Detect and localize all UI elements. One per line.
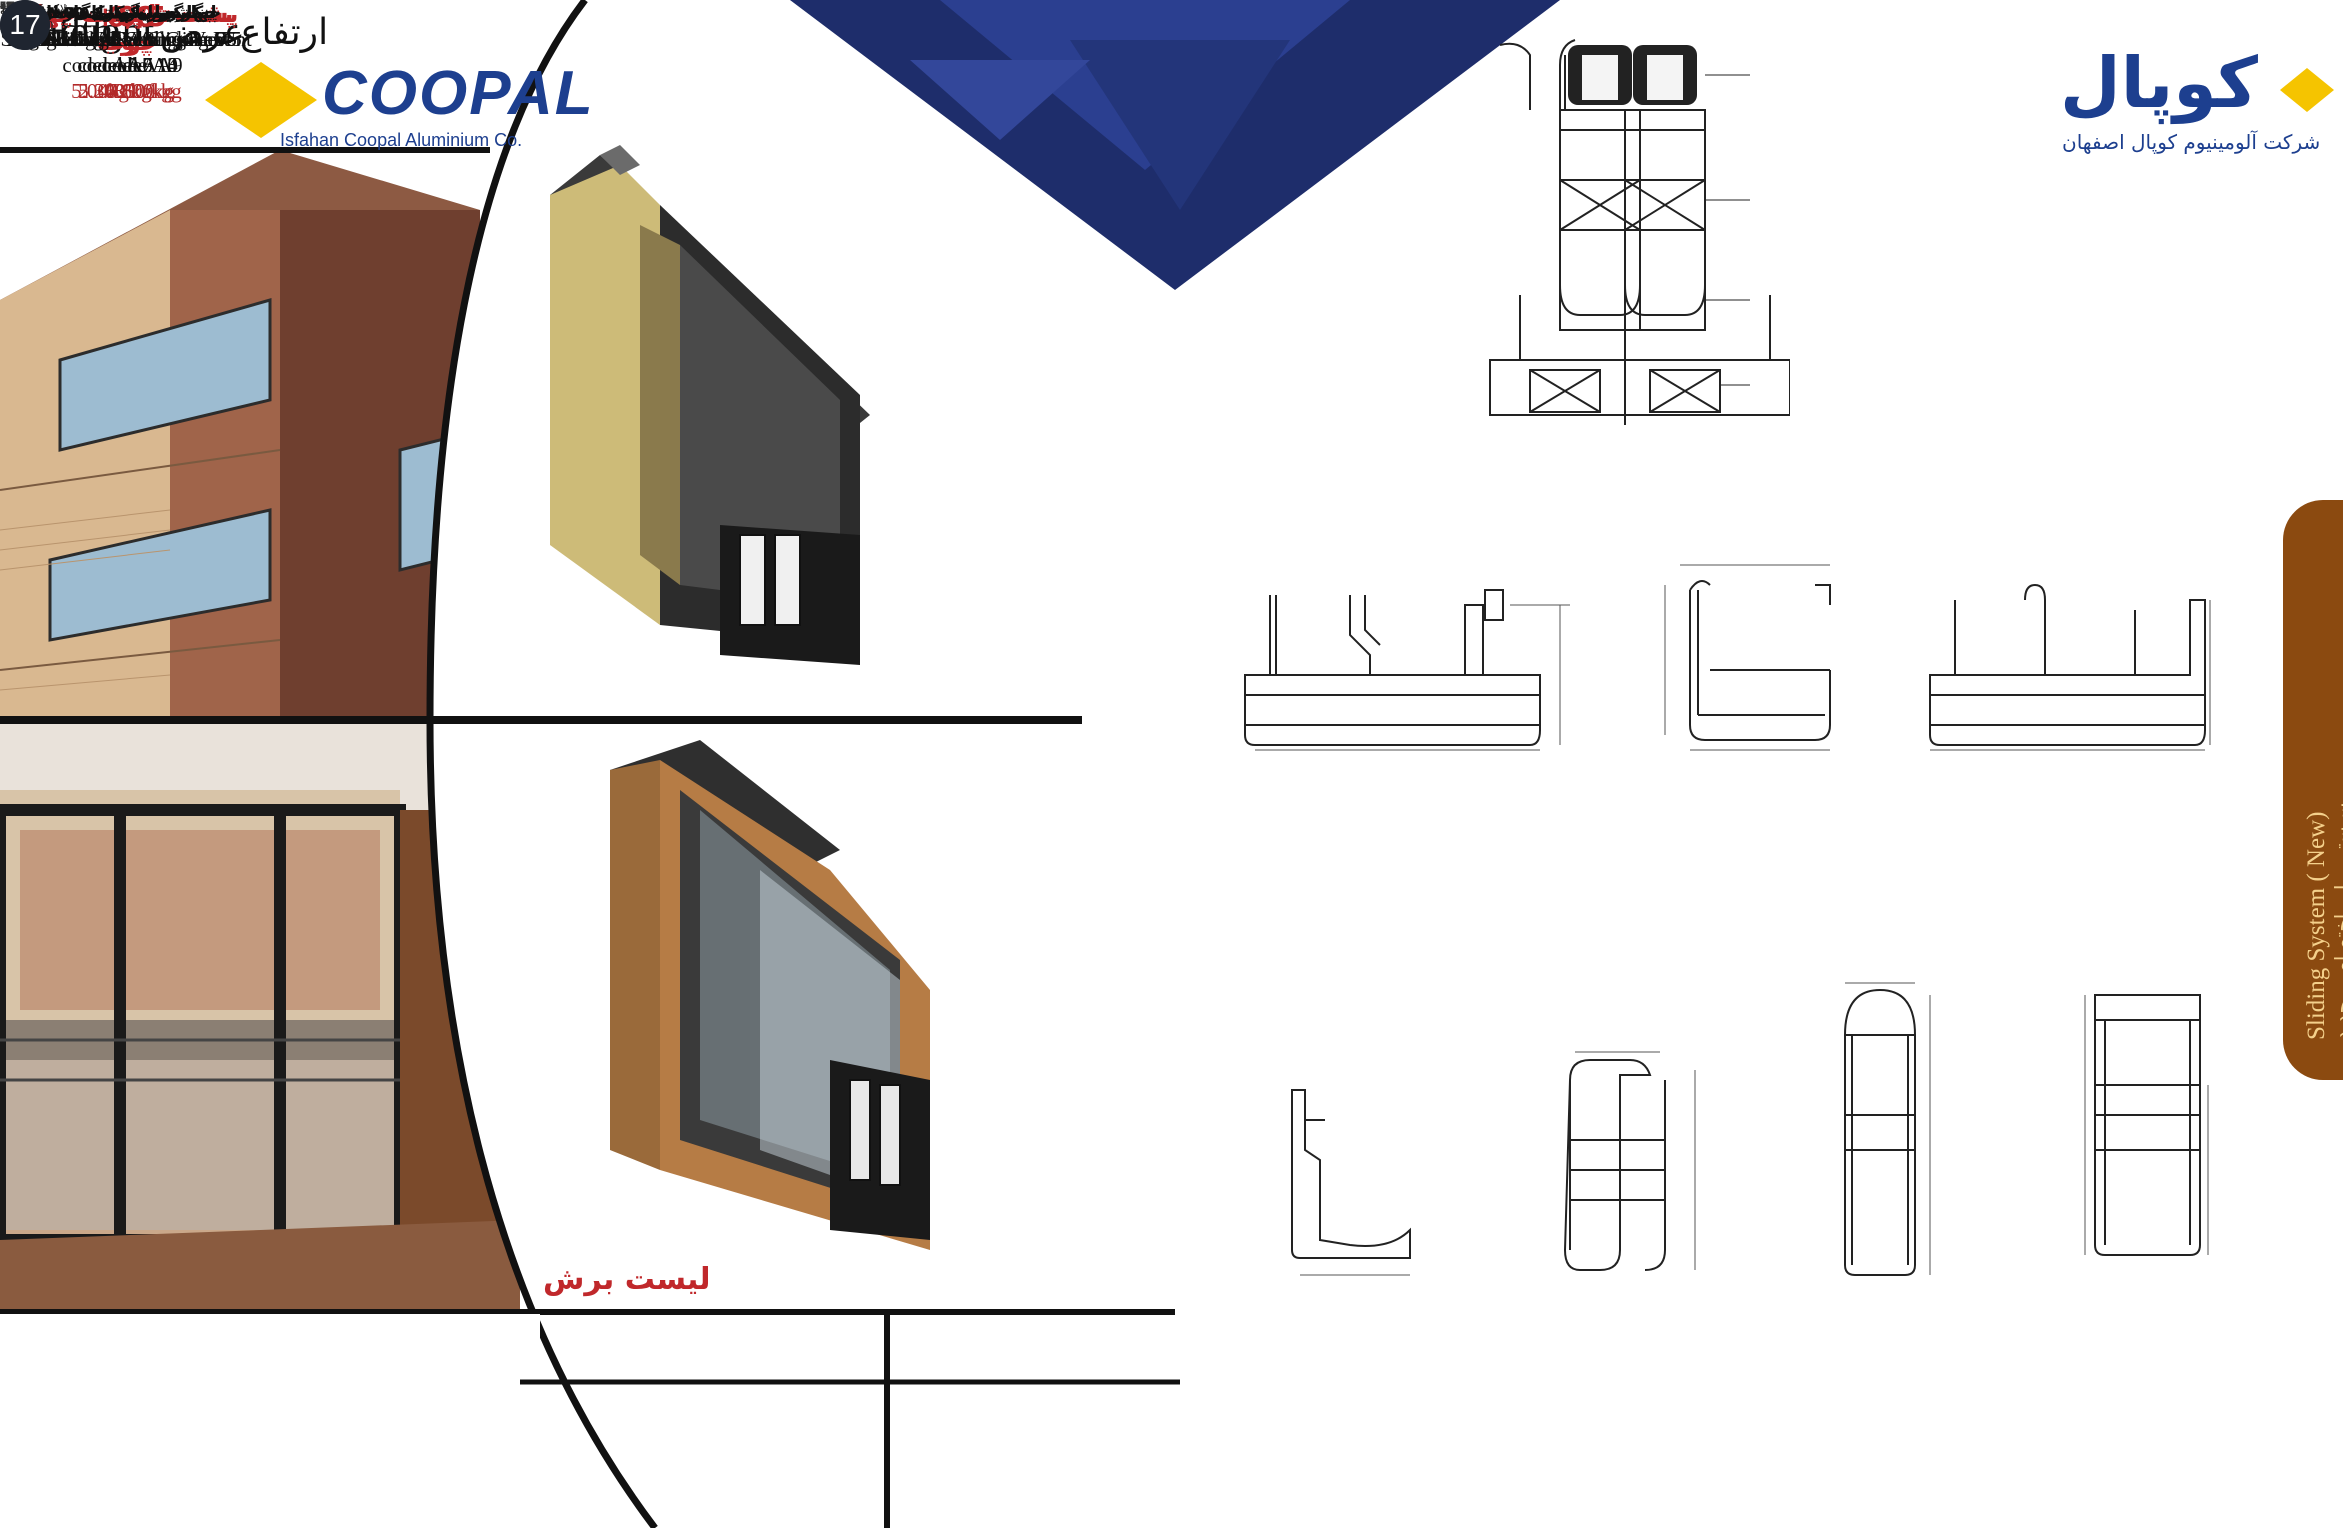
profile-drawing-a9 <box>1664 564 1831 751</box>
height-label-fa: ارتفاع <box>240 12 329 53</box>
side-title-en: Sliding System ( New) <box>2303 811 2330 1040</box>
profile-card-a6: لنگه ریلی تک جداره Single-Walled Sliding… <box>0 3 230 103</box>
width-description: پشت تا پشت چهار چوب <box>21 0 239 56</box>
yellow-diamond-icon <box>205 62 317 138</box>
height-label-en: Height <box>40 9 155 55</box>
cut-list-table-lines <box>520 1310 1180 1528</box>
height-value: -6/8 <box>94 0 156 33</box>
profile-drawing-a10 <box>1563 1051 1696 1271</box>
frame-3d-render-beige <box>550 145 870 665</box>
profile-card-a4: چهارچوب ریلی ۷۵ Sliding Rectangular 75 c… <box>43 3 237 103</box>
side-title-band <box>2283 500 2343 1080</box>
interior-sliding-door-photo <box>0 720 520 1310</box>
cut-list-title: لیست برش <box>543 1262 711 1297</box>
width-value: +0/5 <box>93 0 167 33</box>
profile-drawing-a4 <box>1929 583 2211 751</box>
decorative-blue-triangles <box>790 0 1560 290</box>
page-number-right: 17 <box>0 0 50 50</box>
facade-photo <box>0 150 480 720</box>
assembly-section-drawing <box>1489 39 1790 425</box>
width-label-fa: عرض <box>160 12 245 53</box>
coopal-logo-subtitle: Isfahan Coopal Aluminium Co. <box>280 130 523 150</box>
side-title-fa: سیستم ریلی اختصاصی جدید <box>2330 802 2343 1040</box>
kopal-logo-text: کوپال <box>2060 42 2258 124</box>
frame-3d-render-bronze <box>610 740 930 1250</box>
profile-card-a7: نبشی پشت لنگه هلال Bend Behind Vent Corn… <box>6 3 224 103</box>
table-header-height: Height ارتفاع <box>0 0 328 60</box>
profile-card-a3: چهارچوب ریلی ۹۵ Sliding Rectangular 95 c… <box>43 3 237 103</box>
profile-drawing-a6 <box>1844 982 1931 1276</box>
profile-card-a5: لنگه ریلی ۸۰ Sliding Vent 80 code: A5 5.… <box>34 3 166 103</box>
profile-drawing-a5 <box>2084 994 2209 1256</box>
coopal-logo-text: COOPAL <box>322 59 595 128</box>
profile-drawing-a3 <box>1244 589 1570 751</box>
kopal-logo-subtitle: شرکت آلومینیوم کوپال اصفهان <box>2062 130 2321 154</box>
profile-card-a10: لنگه ریلی تک جداره Single- Walled Slidin… <box>18 3 252 103</box>
profile-drawing-a7 <box>1291 1089 1411 1276</box>
height-description: پشت تا پشت چهار چوب <box>16 0 234 56</box>
yellow-diamond-icon <box>2280 68 2334 112</box>
profile-card-a9: چهارچوب ریلی ۴۵ Sliding Rectangular 45 c… <box>48 3 242 103</box>
